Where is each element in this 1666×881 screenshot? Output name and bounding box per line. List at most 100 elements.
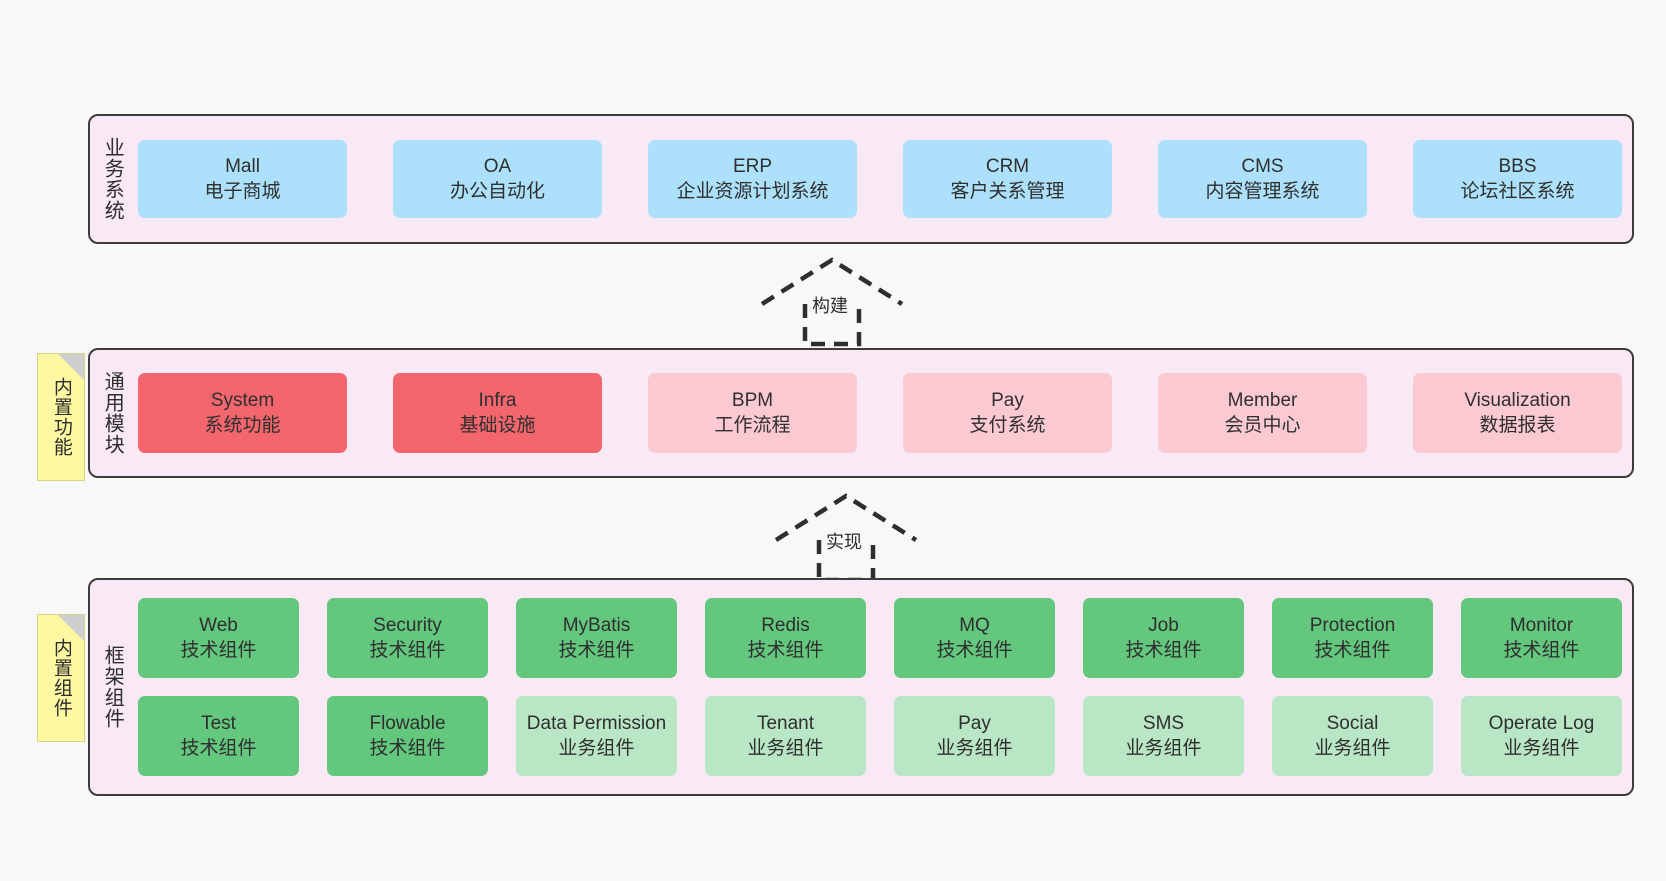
card-subtitle: 业务组件 (558, 738, 635, 759)
card-framework-2[interactable]: Security 技术组件 (327, 598, 488, 678)
card-title: Tenant (756, 712, 815, 734)
card-title: BBS (1498, 155, 1537, 177)
card-framework-5[interactable]: MQ 技术组件 (894, 598, 1055, 678)
card-common-1[interactable]: System 系统功能 (138, 373, 347, 453)
card-business-2[interactable]: OA 办公自动化 (393, 140, 602, 218)
card-title: Operate Log (1488, 712, 1595, 734)
card-subtitle: 业务组件 (1503, 738, 1580, 759)
sticky-note-builtin-feature: 内置功能 (37, 353, 85, 481)
card-title: Web (199, 614, 238, 636)
card-framework-3[interactable]: MyBatis 技术组件 (516, 598, 677, 678)
layer-business-system-body: Mall 电子商城 OA 办公自动化 ERP 企业资源计划系统 CRM 客户关系管理 CMS 内容… (134, 116, 1632, 242)
card-subtitle: 电子商城 (204, 181, 281, 202)
card-business-4[interactable]: CRM 客户关系管理 (903, 140, 1112, 218)
card-subtitle: 业务组件 (1314, 738, 1391, 759)
sticky-note-builtin-feature-label: 内置功能 (50, 377, 72, 457)
card-subtitle: 论坛社区系统 (1460, 181, 1575, 202)
sticky-fold-corner-icon (58, 615, 84, 641)
card-subtitle: 企业资源计划系统 (676, 181, 829, 202)
card-title: Pay (991, 389, 1024, 411)
card-subtitle: 技术组件 (558, 640, 635, 661)
connector-implement-label: 实现 (826, 532, 862, 552)
card-subtitle: 技术组件 (1503, 640, 1580, 661)
card-subtitle: 客户关系管理 (950, 181, 1065, 202)
card-title: Flowable (369, 712, 446, 734)
card-framework-12[interactable]: Tenant 业务组件 (705, 696, 866, 776)
card-framework-1[interactable]: Web 技术组件 (138, 598, 299, 678)
card-title: Test (201, 712, 236, 734)
card-subtitle: 技术组件 (180, 640, 257, 661)
card-framework-9[interactable]: Test 技术组件 (138, 696, 299, 776)
card-subtitle: 技术组件 (747, 640, 824, 661)
card-subtitle: 业务组件 (747, 738, 824, 759)
card-framework-14[interactable]: SMS 业务组件 (1083, 696, 1244, 776)
card-subtitle: 技术组件 (369, 738, 446, 759)
card-subtitle: 办公自动化 (449, 181, 545, 202)
card-title: Social (1326, 712, 1379, 734)
card-title: Mall (225, 155, 260, 177)
sticky-fold-corner-icon (58, 354, 84, 380)
card-business-6[interactable]: BBS 论坛社区系统 (1413, 140, 1622, 218)
card-title: MyBatis (562, 614, 631, 636)
card-title: CRM (985, 155, 1030, 177)
card-title: Visualization (1464, 389, 1571, 411)
card-business-3[interactable]: ERP 企业资源计划系统 (648, 140, 857, 218)
card-subtitle: 技术组件 (936, 640, 1013, 661)
card-common-4[interactable]: Pay 支付系统 (903, 373, 1112, 453)
sticky-note-builtin-component-label: 内置组件 (50, 638, 72, 718)
card-title: ERP (732, 155, 773, 177)
card-framework-6[interactable]: Job 技术组件 (1083, 598, 1244, 678)
card-title: Job (1148, 614, 1179, 636)
card-subtitle: 工作流程 (714, 415, 791, 436)
layer-framework-component-title: 框架组件 (101, 645, 124, 729)
card-subtitle: 技术组件 (369, 640, 446, 661)
card-title: Security (373, 614, 442, 636)
card-business-1[interactable]: Mall 电子商城 (138, 140, 347, 218)
sticky-note-builtin-component: 内置组件 (37, 614, 85, 742)
card-subtitle: 技术组件 (1314, 640, 1391, 661)
card-framework-15[interactable]: Social 业务组件 (1272, 696, 1433, 776)
card-common-6[interactable]: Visualization 数据报表 (1413, 373, 1622, 453)
card-subtitle: 系统功能 (204, 415, 281, 436)
card-title: Data Permission (526, 712, 667, 734)
card-title: SMS (1142, 712, 1185, 734)
card-subtitle: 会员中心 (1224, 415, 1301, 436)
card-subtitle: 技术组件 (1125, 640, 1202, 661)
card-title: Monitor (1509, 614, 1574, 636)
layer-common-module-title: 通用模块 (101, 371, 124, 455)
card-business-5[interactable]: CMS 内容管理系统 (1158, 140, 1367, 218)
card-title: CMS (1241, 155, 1284, 177)
card-common-3[interactable]: BPM 工作流程 (648, 373, 857, 453)
card-framework-13[interactable]: Pay 业务组件 (894, 696, 1055, 776)
card-subtitle: 数据报表 (1479, 415, 1556, 436)
card-subtitle: 支付系统 (969, 415, 1046, 436)
business-system-card-row: Mall 电子商城 OA 办公自动化 ERP 企业资源计划系统 CRM 客户关系管理 CMS 内容… (138, 140, 1622, 218)
card-framework-11[interactable]: Data Permission 业务组件 (516, 696, 677, 776)
card-title: OA (483, 155, 512, 177)
card-subtitle: 技术组件 (180, 738, 257, 759)
card-subtitle: 业务组件 (1125, 738, 1202, 759)
card-title: BPM (731, 389, 774, 411)
card-subtitle: 内容管理系统 (1205, 181, 1320, 202)
card-title: Infra (478, 389, 517, 411)
card-title: System (210, 389, 275, 411)
card-framework-10[interactable]: Flowable 技术组件 (327, 696, 488, 776)
card-framework-16[interactable]: Operate Log 业务组件 (1461, 696, 1622, 776)
card-subtitle: 业务组件 (936, 738, 1013, 759)
card-title: MQ (959, 614, 990, 636)
connector-build-label: 构建 (812, 296, 848, 316)
card-title: Pay (958, 712, 991, 734)
card-framework-8[interactable]: Monitor 技术组件 (1461, 598, 1622, 678)
